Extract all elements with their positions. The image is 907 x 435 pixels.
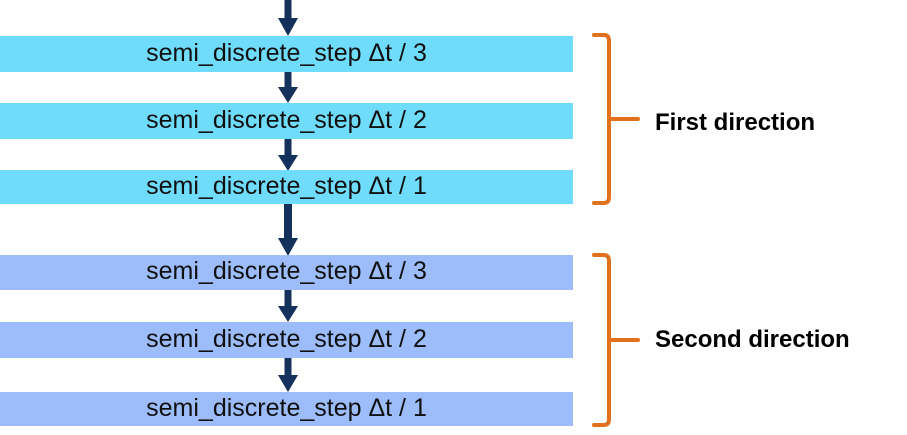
step-label-second-1: semi_discrete_step Δt / 3 xyxy=(146,257,427,285)
step-box-second-2[interactable]: semi_discrete_step Δt / 2 xyxy=(0,322,573,358)
group-label-second-direction: Second direction xyxy=(655,326,850,353)
step-box-first-1[interactable]: semi_discrete_step Δt / 3 xyxy=(0,36,573,72)
arrow-first-1-to-2 xyxy=(269,72,307,103)
step-label-first-2: semi_discrete_step Δt / 2 xyxy=(146,105,427,134)
bracket-second-direction xyxy=(591,253,641,427)
arrow-second-2-to-3 xyxy=(269,358,307,392)
arrow-into-first-step xyxy=(269,0,307,36)
bracket-first-direction xyxy=(591,33,641,205)
step-label-second-2: semi_discrete_step Δt / 2 xyxy=(146,324,427,353)
arrow-first-to-second-group xyxy=(269,204,307,256)
step-box-first-2[interactable]: semi_discrete_step Δt / 2 xyxy=(0,103,573,139)
step-box-second-3[interactable]: semi_discrete_step Δt / 1 xyxy=(0,392,573,426)
group-label-first-direction: First direction xyxy=(655,109,816,136)
step-label-second-3: semi_discrete_step Δt / 1 xyxy=(146,393,427,422)
arrow-second-1-to-2 xyxy=(269,290,307,322)
step-label-first-3: semi_discrete_step Δt / 1 xyxy=(146,171,427,200)
arrow-first-2-to-3 xyxy=(269,139,307,171)
step-box-first-3[interactable]: semi_discrete_step Δt / 1 xyxy=(0,170,573,204)
step-box-second-1[interactable]: semi_discrete_step Δt / 3 xyxy=(0,255,573,290)
step-label-first-1: semi_discrete_step Δt / 3 xyxy=(146,38,427,67)
